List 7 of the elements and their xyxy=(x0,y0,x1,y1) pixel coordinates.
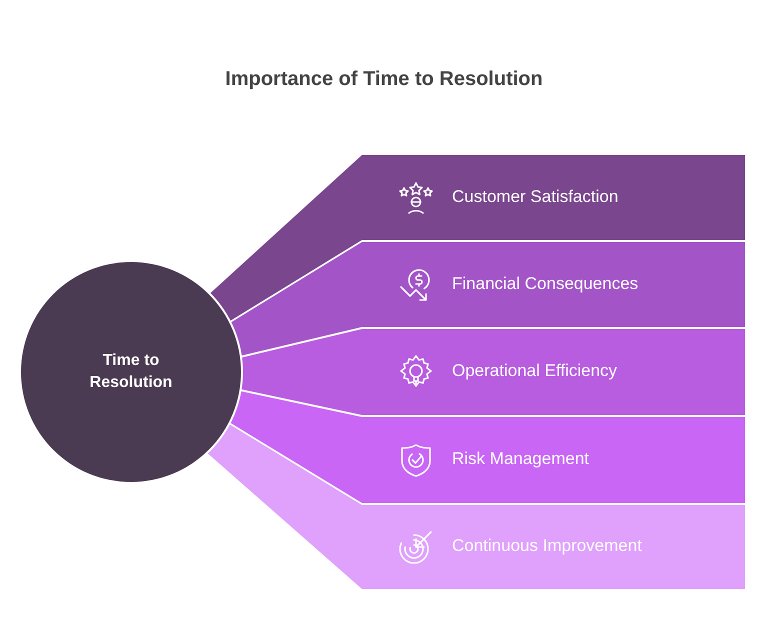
band-label: Customer Satisfaction xyxy=(452,186,618,206)
band-label: Operational Efficiency xyxy=(452,361,618,381)
diagram-title: Importance of Time to Resolution xyxy=(224,68,544,91)
center-circle: Time to Resolution xyxy=(21,262,241,482)
band-label: Continuous Improvement xyxy=(452,536,642,556)
band-label: Financial Consequences xyxy=(452,274,638,294)
band-label: Risk Management xyxy=(452,449,590,469)
